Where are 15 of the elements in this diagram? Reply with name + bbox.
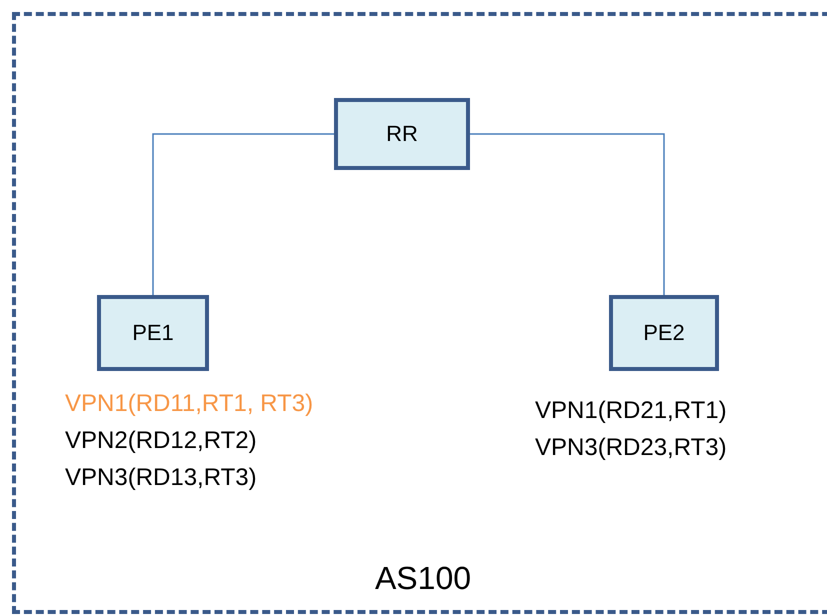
- router-label: PE1: [132, 320, 174, 346]
- router-label: RR: [386, 121, 418, 147]
- vpn-label: VPN3(RD13,RT3): [65, 463, 257, 493]
- vpn-label: VPN3(RD23,RT3): [535, 433, 727, 463]
- router-box: [334, 98, 470, 170]
- vpn-label: VPN1(RD11,RT1, RT3): [65, 389, 314, 419]
- vpn-label: VPN2(RD12,RT2): [65, 426, 257, 456]
- as-boundary: [12, 12, 827, 614]
- router-box: [97, 295, 209, 371]
- router-label: PE2: [643, 320, 685, 346]
- connection-line: [470, 133, 665, 295]
- as-label: AS100: [374, 560, 472, 597]
- vpn-label: VPN1(RD21,RT1): [535, 396, 727, 426]
- router-box: [609, 295, 719, 371]
- connection-line: [152, 133, 334, 295]
